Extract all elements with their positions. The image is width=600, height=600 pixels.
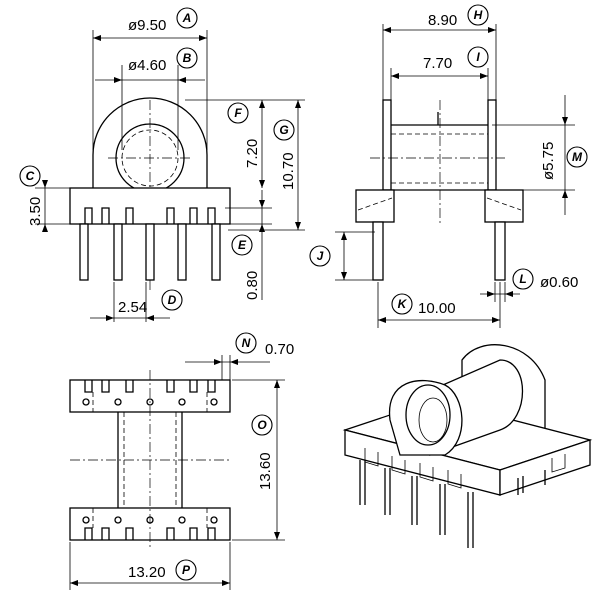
- dim-B-value: ø4.60: [128, 57, 166, 74]
- bubble-H-letter: H: [474, 8, 483, 22]
- bubble-F: F: [227, 102, 249, 124]
- dim-A-value: ø9.50: [128, 17, 166, 34]
- bubble-O-letter: O: [257, 418, 267, 432]
- bubble-L-letter: L: [519, 272, 526, 286]
- bubble-B-letter: B: [183, 51, 192, 65]
- bubble-C: C: [19, 165, 41, 187]
- bubble-J-letter: J: [317, 249, 324, 263]
- top-view: 0.70 13.60 13.20: [69, 341, 294, 590]
- bubble-D-letter: D: [168, 293, 177, 307]
- bubble-O: O: [251, 414, 273, 436]
- dim-D-value: 2.54: [118, 299, 147, 316]
- bubble-E: E: [231, 234, 253, 256]
- dim-M-value: ø5.75: [540, 142, 557, 180]
- bubble-B: B: [176, 47, 198, 69]
- dim-I-value: 7.70: [423, 55, 452, 72]
- bubble-F-letter: F: [234, 106, 242, 120]
- dim-K-value: 10.00: [418, 300, 456, 317]
- bubble-A-letter: A: [182, 11, 192, 25]
- bubble-N-letter: N: [242, 336, 251, 350]
- bubble-I-letter: I: [476, 50, 480, 64]
- bubble-L: L: [512, 268, 534, 290]
- dim-N-value: 0.70: [265, 341, 294, 358]
- dim-F-value: 7.20: [244, 139, 261, 168]
- bubble-K: K: [391, 293, 413, 315]
- dim-O-value: 13.60: [257, 452, 274, 490]
- bubble-P-letter: P: [182, 563, 191, 577]
- dim-P-value: 13.20: [128, 564, 166, 581]
- bubble-C-letter: C: [26, 169, 35, 183]
- dim-E-value: 0.80: [244, 271, 261, 300]
- bubble-E-letter: E: [238, 238, 247, 252]
- bubble-G: G: [273, 119, 295, 141]
- bubble-I: I: [467, 46, 489, 68]
- bubble-N: N: [235, 332, 257, 354]
- dim-L-value: ø0.60: [540, 274, 578, 291]
- bubble-A: A: [176, 7, 198, 29]
- side-view: 8.90 7.70 ø5.75 10.00 ø0: [335, 12, 578, 328]
- dim-C-value: 3.50: [27, 197, 44, 226]
- bubble-D: D: [161, 289, 183, 311]
- dim-G-value: 10.70: [280, 152, 297, 190]
- bubble-H: H: [467, 4, 489, 26]
- bubble-P: P: [175, 559, 197, 581]
- bubble-M: M: [566, 146, 588, 168]
- bubble-J: J: [309, 245, 331, 267]
- isometric-view: [342, 344, 593, 548]
- bubble-G-letter: G: [279, 123, 288, 137]
- dim-H-value: 8.90: [428, 12, 457, 29]
- bubble-K-letter: K: [398, 297, 408, 311]
- front-view: ø9.50 ø4.60 3.50 2.54 0.80 7.2: [27, 17, 305, 322]
- bubble-M-letter: M: [572, 150, 583, 164]
